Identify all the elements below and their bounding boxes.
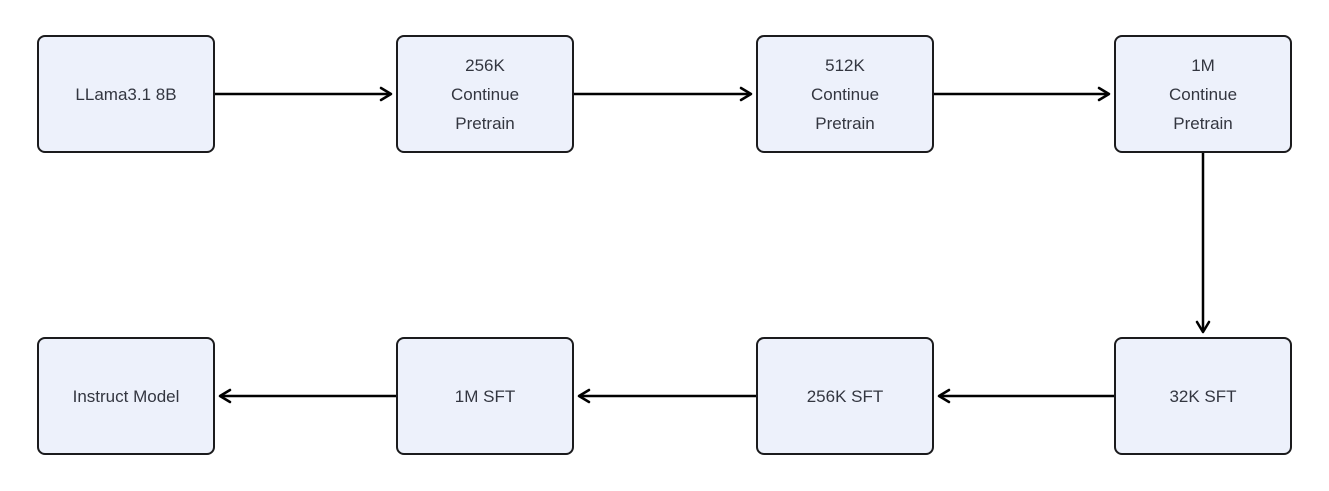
node-label: 512K Continue Pretrain (810, 55, 880, 133)
node-label: 256K SFT (806, 386, 884, 406)
node-512k-continue-pretrain: 512K Continue Pretrain (756, 35, 934, 153)
node-256k-continue-pretrain: 256K Continue Pretrain (396, 35, 574, 153)
node-256k-sft: 256K SFT (756, 337, 934, 455)
node-llama31-8b: LLama3.1 8B (37, 35, 215, 153)
node-1m-sft: 1M SFT (396, 337, 574, 455)
node-label: Instruct Model (72, 386, 180, 406)
node-label: LLama3.1 8B (75, 84, 177, 104)
node-1m-continue-pretrain: 1M Continue Pretrain (1114, 35, 1292, 153)
node-32k-sft: 32K SFT (1114, 337, 1292, 455)
node-label: 1M SFT (454, 386, 516, 406)
node-label: 1M Continue Pretrain (1168, 55, 1238, 133)
node-label: 32K SFT (1169, 386, 1237, 406)
node-label: 256K Continue Pretrain (450, 55, 520, 133)
node-instruct-model: Instruct Model (37, 337, 215, 455)
